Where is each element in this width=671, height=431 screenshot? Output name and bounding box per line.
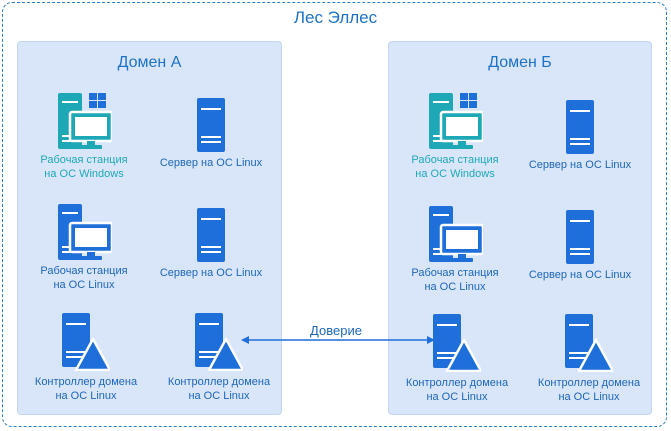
domain-a-domain-controller-2: Контроллер домена на ОС Linux: [154, 313, 284, 403]
trust-label: Доверие: [310, 323, 362, 338]
domain-b-domain-controller-2: Контроллер домена на ОС Linux: [524, 314, 654, 404]
domain-b-domain-controller-1: Контроллер домена на ОС Linux: [392, 314, 522, 404]
node-label: Контроллер домена на ОС Linux: [405, 377, 509, 403]
node-label: Сервер на ОС Linux: [528, 269, 632, 281]
forest-boundary: [2, 2, 667, 427]
forest-title: Лес Эллес: [293, 8, 378, 27]
domain-b-linux-server-2: Сервер на ОС Linux: [515, 210, 645, 282]
domain-b-box: Домен Б Рабочая станция на ОС Windows Се…: [388, 41, 652, 415]
domain-a-windows-workstation: Рабочая станция на ОС Windows: [19, 93, 149, 181]
domain-a-linux-workstation: Рабочая станция на ОС Linux: [19, 204, 149, 292]
domain-b-linux-server-1: Сервер на ОС Linux: [515, 100, 645, 172]
domain-a-domain-controller-1: Контроллер домена на ОС Linux: [21, 313, 151, 403]
node-label: Сервер на ОС Linux: [159, 157, 263, 169]
node-label: Рабочая станция на ОС Linux: [411, 267, 499, 293]
node-label: Контроллер домена на ОС Linux: [34, 376, 138, 402]
domain-b-title: Домен Б: [488, 54, 552, 71]
node-label: Контроллер домена на ОС Linux: [537, 377, 641, 403]
domain-a-title: Домен А: [117, 54, 182, 71]
domain-b-windows-workstation: Рабочая станция на ОС Windows: [390, 93, 520, 181]
domain-b-linux-workstation: Рабочая станция на ОС Linux: [390, 206, 520, 294]
node-label: Сервер на ОС Linux: [159, 267, 263, 279]
node-label: Контроллер домена на ОС Linux: [167, 376, 271, 402]
domain-a-linux-server-1: Сервер на ОС Linux: [146, 98, 276, 170]
node-label: Рабочая станция на ОС Linux: [40, 265, 128, 291]
domain-a-linux-server-2: Сервер на ОС Linux: [146, 208, 276, 280]
node-label: Рабочая станция на ОС Windows: [411, 154, 499, 180]
node-label: Рабочая станция на ОС Windows: [40, 154, 128, 180]
node-label: Сервер на ОС Linux: [528, 159, 632, 171]
domain-a-box: Домен А Рабочая станция на ОС Windows Се…: [17, 41, 282, 415]
